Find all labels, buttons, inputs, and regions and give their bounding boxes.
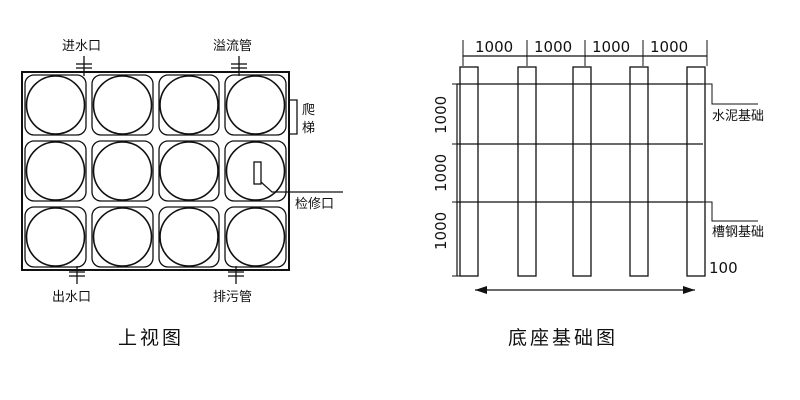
panel-circle	[159, 207, 219, 267]
ladder-bracket	[290, 99, 298, 135]
tank-panel-grid	[24, 74, 287, 268]
inlet-pipe-symbol	[76, 56, 92, 76]
panel-circle	[225, 207, 286, 267]
panel-rounded-square	[158, 74, 220, 136]
panel-rounded-square	[224, 206, 287, 268]
base-view	[452, 40, 758, 294]
top-view-labels: 进水口 溢流管 爬 梯 检修口 出水口 排污管 上视图	[52, 39, 334, 349]
top-dimension-ticks	[462, 40, 708, 66]
tank-panel-cell	[224, 74, 287, 136]
col-spacing-3: 1000	[592, 38, 630, 56]
manhole-rect	[253, 161, 262, 185]
tank-panel-cell	[91, 74, 154, 136]
manhole-label: 检修口	[295, 197, 334, 212]
panel-circle	[92, 75, 153, 135]
panel-circle	[92, 141, 153, 201]
tank-panel-cell	[158, 140, 220, 202]
panel-rounded-square	[91, 74, 154, 136]
panel-circle	[225, 75, 286, 135]
base-view-caption: 底座基础图	[508, 327, 618, 349]
panel-rounded-square	[24, 74, 87, 136]
outlet-pipe-symbol	[69, 266, 85, 284]
tank-outer-frame	[21, 71, 290, 271]
ladder-label-2: 梯	[302, 121, 315, 136]
tank-panel-cell	[224, 206, 287, 268]
tank-panel-cell	[91, 140, 154, 202]
tank-panel-cell	[158, 74, 220, 136]
panel-circle	[25, 207, 86, 267]
panel-circle	[25, 141, 86, 201]
steel-channel-beam	[572, 66, 592, 277]
panel-rounded-square	[91, 140, 154, 202]
tank-panel-cell	[91, 206, 154, 268]
outlet-label: 出水口	[52, 290, 91, 305]
overflow-pipe-symbol	[231, 56, 247, 76]
overflow-label: 溢流管	[213, 39, 252, 54]
panel-rounded-square	[158, 140, 220, 202]
panel-circle	[159, 141, 219, 201]
panel-circle	[92, 207, 153, 267]
drain-label: 排污管	[213, 290, 252, 305]
steel-channel-beam	[629, 66, 649, 277]
tank-panel-cell	[24, 206, 87, 268]
tank-panel-cell	[24, 140, 87, 202]
steel-foundation-label: 槽钢基础	[712, 225, 764, 240]
base-view-labels: 1000 1000 1000 1000 1000 1000 1000 水泥基础 …	[432, 38, 764, 349]
panel-circle	[25, 75, 86, 135]
row-spacing-3: 1000	[432, 212, 450, 250]
col-spacing-1: 1000	[475, 38, 513, 56]
concrete-leader-line	[703, 83, 758, 105]
manhole-leader-line	[260, 181, 343, 193]
col-spacing-2: 1000	[534, 38, 572, 56]
drain-pipe-symbol	[228, 266, 244, 284]
steel-channel-beam	[517, 66, 537, 277]
top-view	[21, 56, 343, 284]
steel-channel-beams	[459, 66, 706, 277]
panel-rounded-square	[158, 206, 220, 268]
steel-channel-beam	[686, 66, 706, 277]
concrete-foundation-label: 水泥基础	[712, 109, 764, 124]
steel-leader-line	[703, 201, 758, 222]
ladder-label-1: 爬	[302, 103, 315, 118]
row-spacing-2: 1000	[432, 154, 450, 192]
panel-rounded-square	[224, 74, 287, 136]
inlet-label: 进水口	[62, 39, 101, 54]
tank-panel-cell	[24, 74, 87, 136]
beam-width-label: 100	[709, 259, 738, 277]
panel-circle	[159, 75, 219, 135]
tank-panel-cell	[158, 206, 220, 268]
panel-rounded-square	[91, 206, 154, 268]
col-spacing-4: 1000	[650, 38, 688, 56]
steel-channel-beam	[459, 66, 479, 277]
top-view-caption: 上视图	[118, 327, 184, 349]
left-dimension-ticks	[452, 83, 470, 277]
overall-width-arrow	[475, 286, 695, 294]
panel-rounded-square	[224, 140, 287, 202]
panel-rounded-square	[24, 206, 87, 268]
row-spacing-1: 1000	[432, 96, 450, 134]
panel-rounded-square	[24, 140, 87, 202]
